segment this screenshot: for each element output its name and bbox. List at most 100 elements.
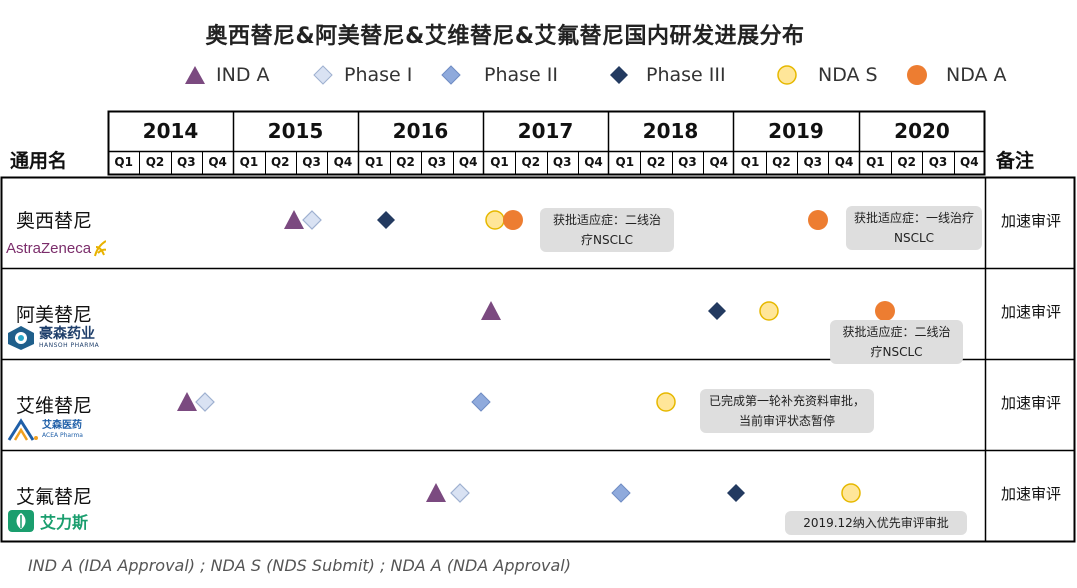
quarter-label: Q1	[364, 155, 384, 169]
quarter-label: Q1	[239, 155, 259, 169]
drug-name-furmonertinib: 艾氟替尼	[15, 486, 92, 508]
company-name: 豪森药业	[39, 326, 95, 342]
legend-label: Phase I	[344, 64, 413, 86]
milestone-diamond-icon	[727, 484, 745, 502]
milestone-diamond-icon	[302, 210, 322, 230]
legend: IND A Phase I Phase II Phase III NDA S N…	[0, 60, 1077, 90]
drug-name-avitinib: 艾维替尼	[15, 395, 92, 417]
milestone-triangle-icon	[284, 210, 304, 229]
astrazeneca-swirl-icon	[94, 240, 106, 257]
quarter-label: Q2	[646, 155, 666, 169]
year-label: 2015	[267, 119, 324, 143]
quarter-label: Q3	[302, 155, 321, 169]
milestone-circle-icon	[503, 210, 523, 230]
year-label: 2019	[768, 119, 824, 143]
quarter-label: Q4	[333, 155, 353, 169]
quarter-label: Q2	[521, 155, 541, 169]
remark-column-header: 备注	[996, 150, 1035, 172]
milestone-triangle-icon	[481, 301, 501, 320]
hansoh-logo-icon	[8, 326, 34, 350]
milestone-circle-icon	[759, 301, 779, 321]
milestone-circle-icon	[841, 483, 861, 503]
diamond-icon	[441, 65, 461, 85]
remark-cell: 加速审评	[1000, 303, 1061, 321]
milestone-circle-icon	[875, 301, 895, 321]
circle-icon	[777, 65, 797, 85]
quarter-label: Q2	[270, 155, 290, 169]
milestone-circle-icon	[656, 392, 676, 412]
allist-leaf-icon	[8, 510, 34, 532]
legend-label: NDA S	[818, 64, 878, 86]
quarter-label: Q4	[208, 155, 227, 169]
legend-label: NDA A	[946, 64, 1007, 86]
quarter-label: Q3	[177, 155, 196, 169]
year-label: 2020	[894, 119, 950, 143]
legend-item-phase-3: Phase III	[608, 60, 726, 90]
quarter-label: Q3	[678, 155, 697, 169]
footnote: IND A (IDA Approval) ; NDA S (NDS Submit…	[28, 556, 571, 575]
company-logo-astrazeneca: AstraZeneca	[6, 236, 106, 260]
remark-cell: 加速审评	[1000, 485, 1061, 503]
callout-note: 已完成第一轮补充资料审批，当前审评状态暂停	[700, 389, 874, 433]
legend-item-nda-s: NDA S	[776, 60, 878, 90]
drug-name-almonertinib: 阿美替尼	[15, 304, 92, 326]
legend-label: Phase II	[484, 64, 558, 86]
milestone-diamond-icon	[471, 392, 491, 412]
callout-note: 获批适应症：二线治疗NSCLC	[830, 320, 963, 364]
quarter-label: Q3	[928, 155, 948, 169]
milestone-triangle-icon	[426, 483, 446, 502]
milestone-diamond-icon	[195, 392, 215, 412]
legend-item-phase-2: Phase II	[440, 60, 558, 90]
quarter-label: Q2	[772, 155, 791, 169]
quarter-label: Q1	[114, 155, 133, 169]
remark-cell: 加速审评	[1000, 394, 1061, 412]
year-label: 2017	[517, 119, 574, 143]
milestone-diamond-icon	[708, 302, 726, 320]
quarter-label: Q2	[396, 155, 415, 169]
quarter-label: Q1	[490, 155, 509, 169]
quarter-label: Q4	[960, 155, 979, 169]
triangle-icon	[185, 66, 205, 84]
quarter-label: Q3	[552, 155, 572, 169]
callout-note: 2019.12纳入优先审评审批	[785, 511, 967, 535]
quarter-label: Q3	[803, 155, 822, 169]
quarter-label: Q4	[709, 155, 729, 169]
year-label: 2018	[642, 119, 699, 143]
legend-label: Phase III	[646, 64, 726, 86]
legend-item-phase-1: Phase I	[312, 60, 412, 90]
year-label: 2014	[142, 119, 199, 143]
company-subname: HANSOH PHARMA	[39, 342, 100, 349]
chart-title: 奥西替尼&阿美替尼&艾维替尼&艾氟替尼国内研发进展分布	[205, 24, 805, 49]
milestone-diamond-icon	[450, 483, 470, 503]
company-name: 艾森医药	[42, 420, 82, 431]
diamond-icon	[313, 65, 333, 85]
company-logo-acea: 艾森医药 ACEA Pharma	[6, 418, 106, 442]
callout-note: 获批适应症：一线治疗NSCLC	[846, 206, 982, 250]
quarter-label: Q4	[584, 155, 603, 169]
name-column-header: 通用名	[10, 150, 68, 172]
legend-item-ind-a: IND A	[184, 60, 269, 90]
diamond-icon	[610, 66, 628, 84]
quarter-label: Q2	[145, 155, 165, 169]
company-logo-hansoh: 豪森药业 HANSOH PHARMA	[6, 326, 106, 350]
quarter-label: Q4	[458, 155, 478, 169]
company-subname: ACEA Pharma	[42, 432, 83, 439]
company-name: AstraZeneca	[6, 239, 92, 257]
drug-name-osimertinib: 奥西替尼	[15, 210, 92, 232]
milestone-triangle-icon	[177, 392, 197, 411]
milestone-circle-icon	[808, 210, 828, 230]
acea-logo-icon	[7, 418, 38, 441]
milestone-diamond-icon	[611, 483, 631, 503]
year-label: 2016	[392, 119, 449, 143]
quarter-label: Q1	[740, 155, 760, 169]
quarter-label: Q1	[615, 155, 635, 169]
company-logo-allist: 艾力斯	[6, 509, 106, 533]
quarter-label: Q3	[427, 155, 447, 169]
quarter-label: Q4	[834, 155, 854, 169]
remark-cell: 加速审评	[1000, 212, 1061, 230]
quarter-label: Q1	[866, 155, 885, 169]
callout-note: 获批适应症：二线治疗NSCLC	[540, 208, 674, 252]
milestone-diamond-icon	[377, 211, 395, 229]
legend-item-nda-a: NDA A	[906, 60, 1007, 90]
